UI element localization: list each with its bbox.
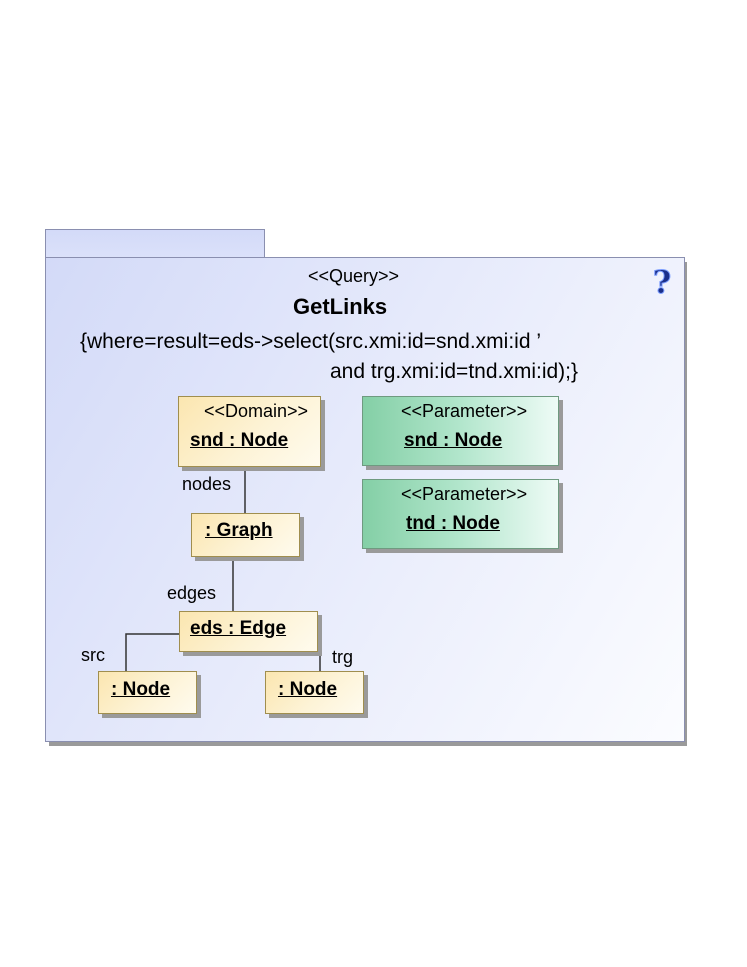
src-node-label: : Node: [111, 679, 171, 700]
tnd-parameter-node[interactable]: [362, 479, 559, 549]
nodes-role-label: nodes: [182, 474, 232, 494]
trg-node-label: : Node: [278, 679, 338, 700]
help-icon[interactable]: ?: [649, 266, 675, 298]
edges-role-label: edges: [167, 583, 217, 603]
tnd-parameter-label: tnd : Node: [406, 513, 500, 534]
snd-parameter-node[interactable]: [362, 396, 559, 466]
where-condition-line-1: {where=result=eds->select(src.xmi:id=snd…: [80, 330, 542, 353]
domain-stereotype: <<Domain>>: [204, 401, 309, 421]
where-condition-line-2: and trg.xmi:id=tnd.xmi:id);}: [330, 360, 579, 383]
trg-role-label: trg: [332, 647, 354, 667]
svg-text:?: ?: [653, 266, 672, 298]
snd-parameter-stereotype: <<Parameter>>: [401, 401, 528, 421]
src-role-label: src: [81, 645, 105, 665]
snd-domain-label: snd : Node: [190, 430, 289, 451]
package-stereotype: <<Query>>: [308, 266, 400, 286]
eds-edge-node[interactable]: [179, 611, 318, 652]
package-tab: [45, 229, 265, 257]
tnd-parameter-stereotype: <<Parameter>>: [401, 484, 528, 504]
snd-domain-node[interactable]: [178, 396, 321, 467]
src-link: [125, 633, 179, 671]
eds-edge-label: eds : Edge: [190, 618, 287, 639]
trg-node[interactable]: [265, 671, 364, 714]
src-node[interactable]: [98, 671, 197, 714]
graph-node[interactable]: [191, 513, 300, 557]
snd-parameter-label: snd : Node: [404, 430, 503, 451]
package-title: GetLinks: [293, 294, 388, 319]
graph-label: : Graph: [205, 520, 273, 541]
